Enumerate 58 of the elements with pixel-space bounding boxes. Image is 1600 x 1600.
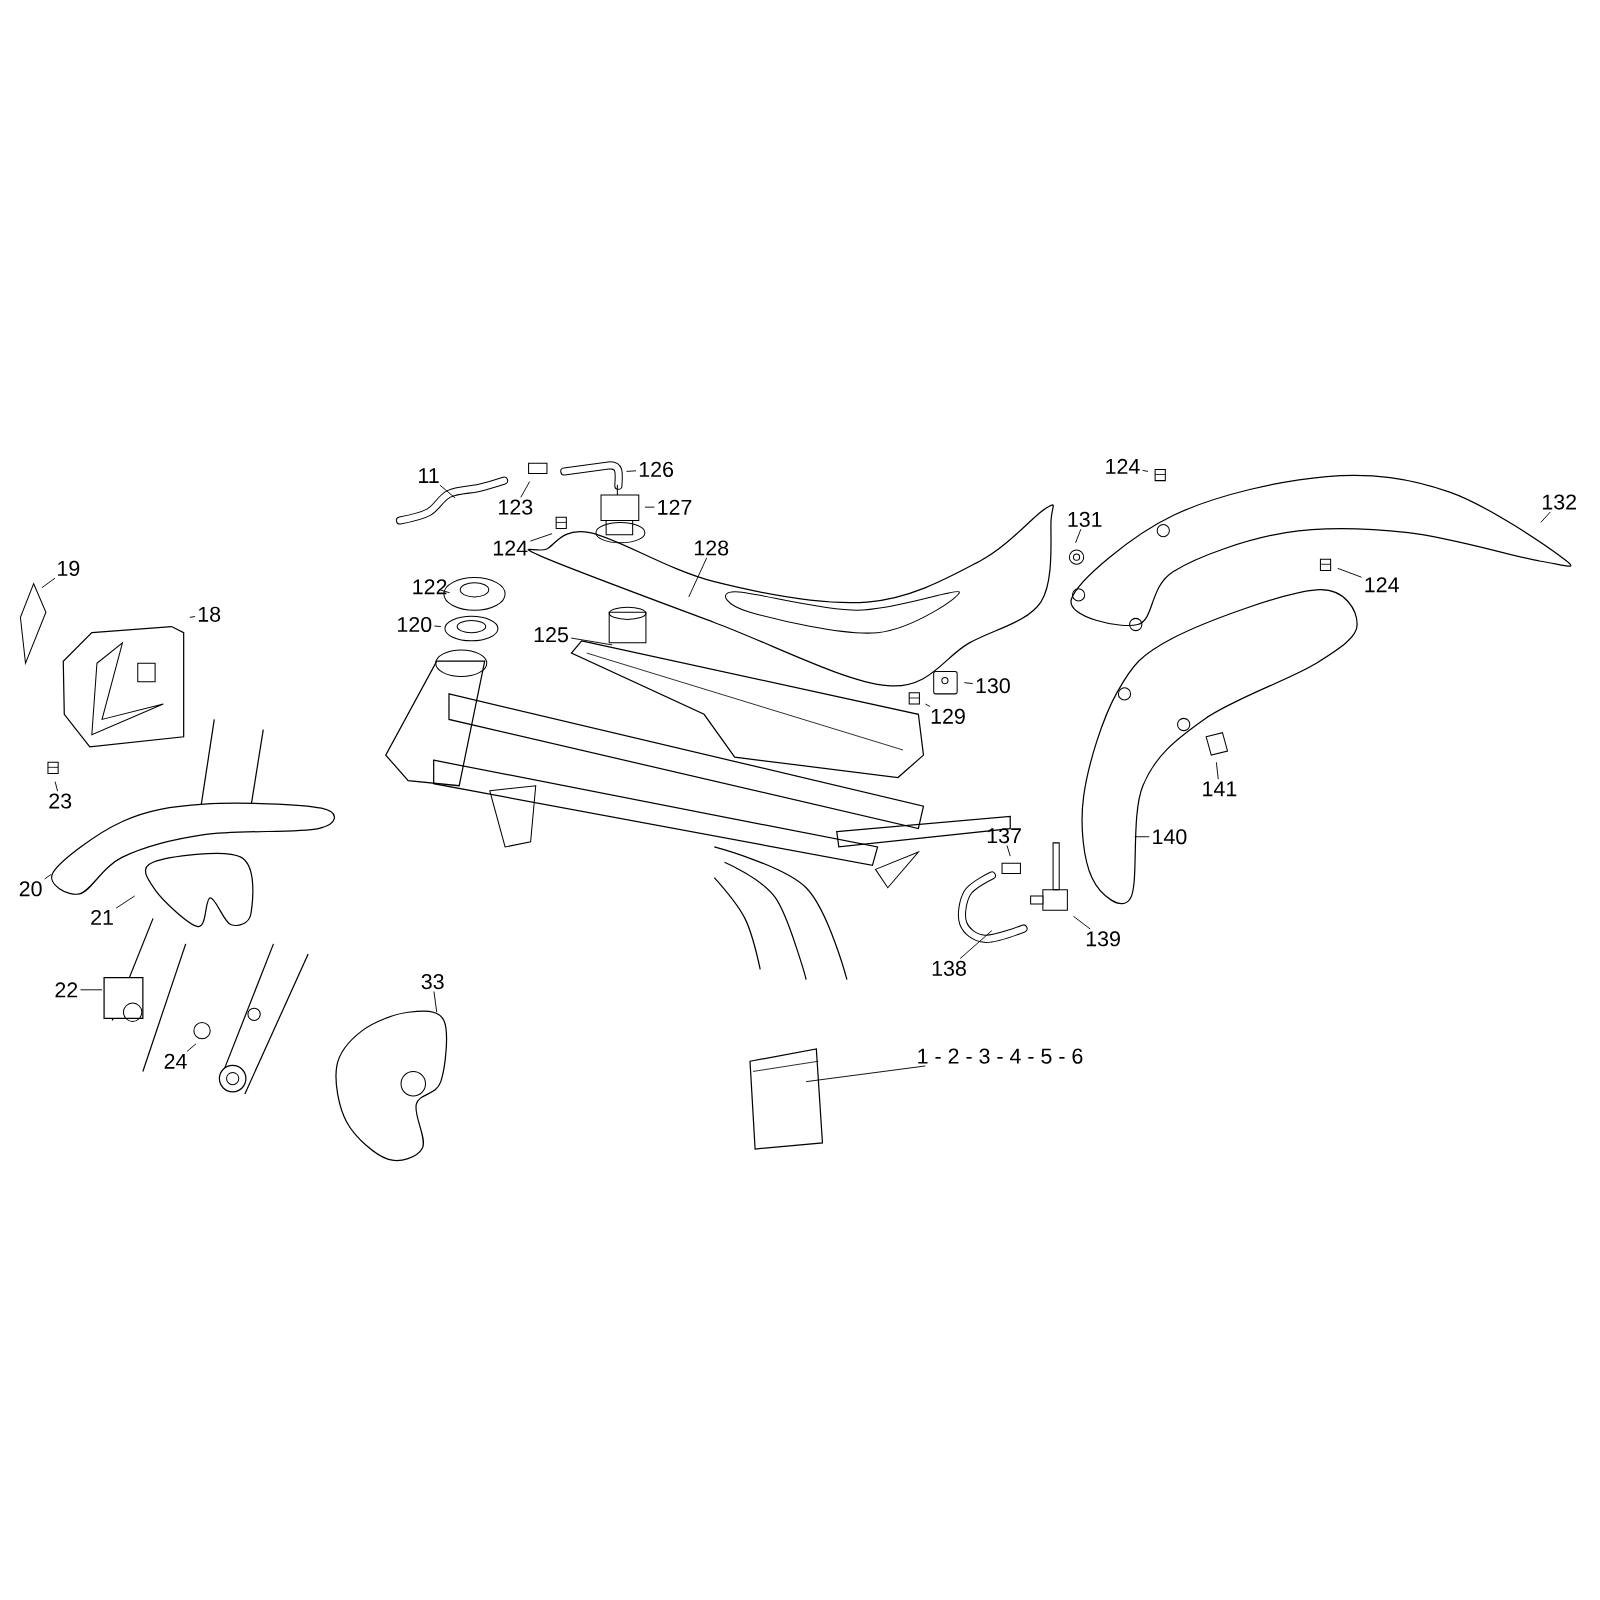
leader-line bbox=[1540, 511, 1551, 523]
callout-number: 139 bbox=[1086, 931, 1120, 947]
callout-number: 124 bbox=[1106, 458, 1140, 474]
leader-line bbox=[115, 895, 136, 909]
callout-number: 127 bbox=[658, 499, 692, 515]
callout-number: 21 bbox=[91, 909, 113, 925]
callout-number: 124 bbox=[1365, 577, 1399, 593]
callout-number: 126 bbox=[639, 461, 674, 477]
leader-line bbox=[1134, 836, 1150, 838]
leader-line bbox=[959, 930, 993, 959]
leader-line bbox=[1075, 528, 1082, 544]
leader-line bbox=[688, 557, 708, 598]
callout-number: 125 bbox=[534, 627, 568, 643]
leader-line bbox=[1142, 469, 1149, 472]
callout-number: 122 bbox=[413, 579, 447, 595]
leader-line bbox=[925, 703, 931, 707]
callout-number: 24 bbox=[164, 1053, 187, 1069]
callout-number: 11 bbox=[419, 468, 439, 483]
leader-line bbox=[626, 470, 637, 472]
callout-number: 123 bbox=[499, 499, 533, 515]
leader-line bbox=[54, 781, 59, 792]
callout-number: 130 bbox=[976, 678, 1010, 694]
callout-number: 23 bbox=[49, 793, 72, 809]
leader-line bbox=[520, 481, 531, 498]
leader-line bbox=[529, 533, 553, 542]
callout-number: 1 - 2 - 3 - 4 - 5 - 6 bbox=[918, 1048, 1083, 1064]
leader-line bbox=[44, 874, 52, 880]
leader-line bbox=[805, 1065, 926, 1083]
callout-number: 129 bbox=[931, 708, 965, 724]
callout-number: 22 bbox=[55, 982, 78, 998]
leader-line bbox=[41, 577, 56, 589]
leader-line bbox=[433, 991, 438, 1013]
callout-number: 141 bbox=[1203, 781, 1237, 797]
leader-line bbox=[1006, 845, 1011, 857]
callout-number: 33 bbox=[421, 974, 444, 990]
leader-line bbox=[1215, 761, 1219, 780]
leader-line bbox=[189, 616, 196, 618]
leader-line bbox=[439, 484, 456, 499]
leader-line bbox=[570, 637, 613, 646]
leader-line bbox=[1073, 915, 1091, 930]
callout-number: 18 bbox=[198, 606, 221, 622]
leader-line bbox=[433, 625, 442, 627]
callout-number: 20 bbox=[19, 881, 42, 897]
leader-line bbox=[186, 1043, 197, 1052]
callout-number: 140 bbox=[1153, 829, 1187, 845]
callout-number: 138 bbox=[932, 960, 966, 976]
callout-number: 124 bbox=[493, 540, 528, 556]
leader-line bbox=[1337, 567, 1362, 578]
leader-line bbox=[80, 989, 103, 991]
callout-number: 137 bbox=[987, 828, 1021, 844]
callout-number: 120 bbox=[398, 616, 432, 633]
callout-number: 132 bbox=[1542, 494, 1576, 510]
callout-number: 19 bbox=[58, 560, 80, 576]
callout-number: 128 bbox=[695, 540, 729, 556]
leader-line bbox=[963, 682, 974, 685]
leader-line bbox=[439, 589, 451, 594]
leader-line bbox=[644, 506, 655, 508]
callout-number: 131 bbox=[1068, 511, 1102, 527]
